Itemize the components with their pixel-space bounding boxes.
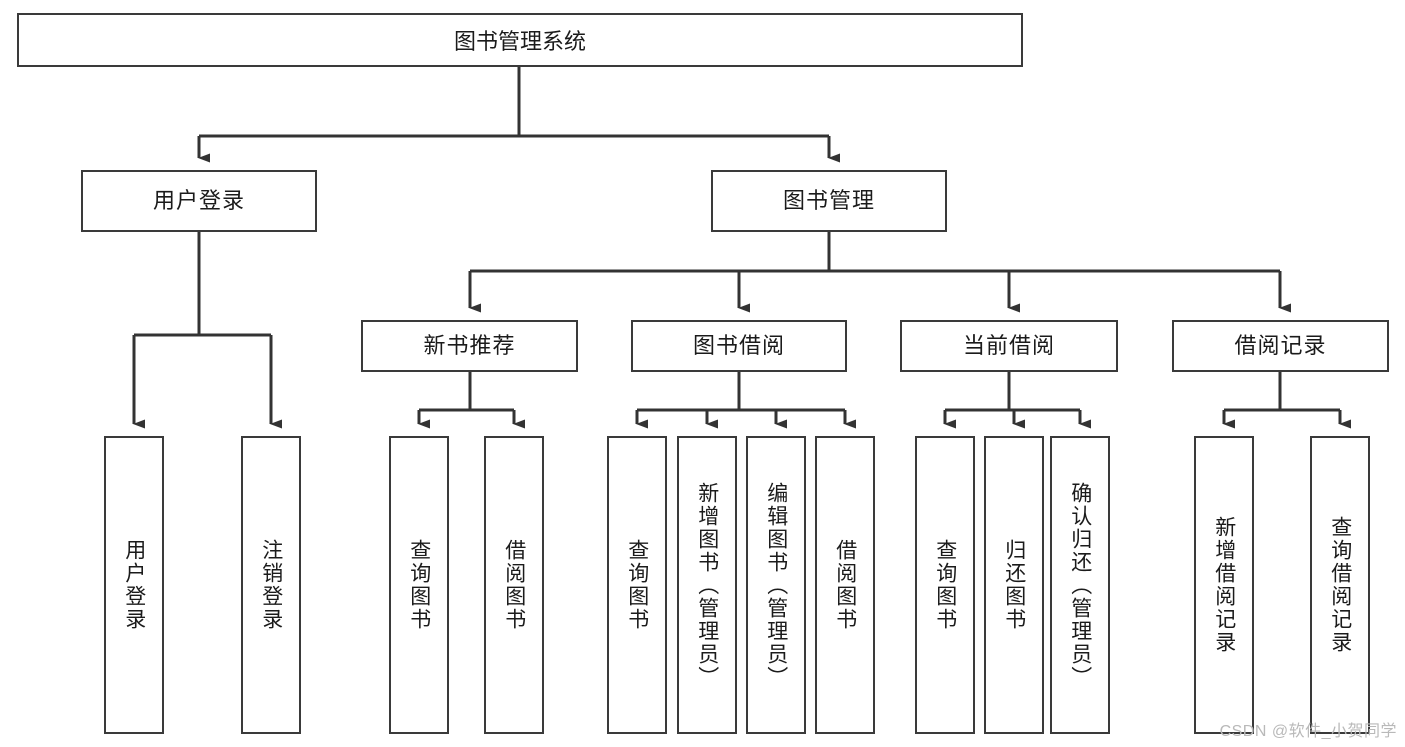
node-user-login-label: 用户登录 — [152, 187, 245, 213]
leaf-node[interactable]: 注销登录 — [241, 436, 301, 734]
node-book-management[interactable]: 图书管理 — [711, 170, 947, 232]
node-current-borrow[interactable]: 当前借阅 — [900, 320, 1118, 372]
node-root-label: 图书管理系统 — [453, 29, 586, 54]
node-new-book-recommend[interactable]: 新书推荐 — [361, 320, 578, 372]
leaf-node[interactable]: 新增借阅记录 — [1194, 436, 1254, 734]
node-borrow-record-label: 借阅记录 — [1234, 332, 1327, 358]
leaf-node[interactable]: 用户登录 — [104, 436, 164, 734]
node-root[interactable]: 图书管理系统 — [17, 13, 1023, 67]
node-new-book-recommend-label: 新书推荐 — [423, 332, 516, 358]
leaf-node[interactable]: 查询图书 — [915, 436, 975, 734]
leaf-node[interactable]: 新增图书（管理员） — [677, 436, 737, 734]
leaf-node[interactable]: 查询图书 — [607, 436, 667, 734]
leaf-node-label: 查询图书 — [625, 539, 649, 631]
leaf-node-label: 确认归还（管理员） — [1068, 481, 1092, 689]
node-book-borrow[interactable]: 图书借阅 — [631, 320, 847, 372]
leaf-node-label: 注销登录 — [259, 539, 283, 631]
leaf-node-label: 新增图书（管理员） — [695, 481, 719, 689]
node-book-borrow-label: 图书借阅 — [692, 332, 785, 358]
leaf-node-label: 归还图书 — [1002, 539, 1026, 631]
leaf-node-label: 查询图书 — [407, 539, 431, 631]
leaf-node[interactable]: 查询图书 — [389, 436, 449, 734]
leaf-node[interactable]: 编辑图书（管理员） — [746, 436, 806, 734]
leaf-node-label: 新增借阅记录 — [1212, 516, 1236, 654]
leaf-node-label: 查询图书 — [933, 539, 957, 631]
node-book-management-label: 图书管理 — [782, 187, 875, 213]
node-user-login[interactable]: 用户登录 — [81, 170, 317, 232]
leaf-node[interactable]: 查询借阅记录 — [1310, 436, 1370, 734]
leaf-node[interactable]: 归还图书 — [984, 436, 1044, 734]
leaf-node-label: 编辑图书（管理员） — [764, 481, 788, 689]
leaf-node-label: 借阅图书 — [502, 539, 526, 631]
node-current-borrow-label: 当前借阅 — [962, 332, 1055, 358]
node-borrow-record[interactable]: 借阅记录 — [1172, 320, 1389, 372]
leaf-node-label: 借阅图书 — [833, 539, 857, 631]
leaf-node[interactable]: 确认归还（管理员） — [1050, 436, 1110, 734]
leaf-node-label: 查询借阅记录 — [1328, 516, 1352, 654]
leaf-node[interactable]: 借阅图书 — [815, 436, 875, 734]
leaf-node-label: 用户登录 — [122, 539, 146, 631]
leaf-node[interactable]: 借阅图书 — [484, 436, 544, 734]
